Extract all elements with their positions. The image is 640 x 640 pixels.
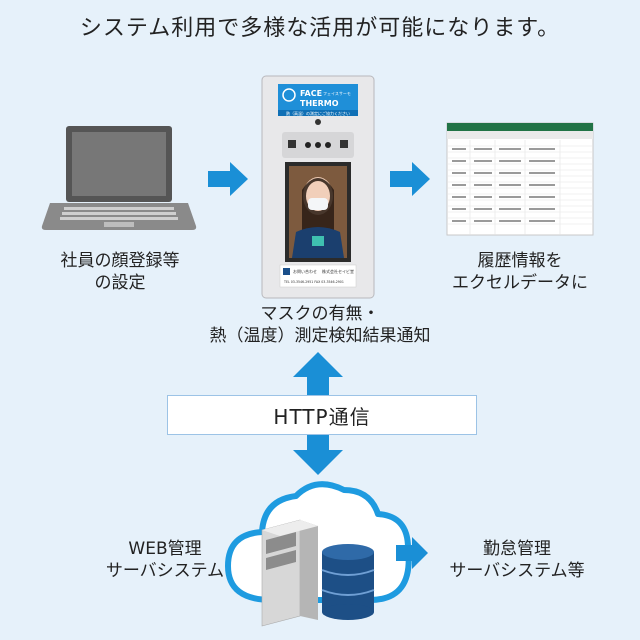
spreadsheet-icon: [446, 122, 594, 236]
label-web-server: WEB管理 サーバシステム: [105, 539, 225, 581]
database-icon: [321, 544, 375, 620]
arrow-right-icon: [390, 162, 430, 196]
arrow-up-icon: [293, 352, 343, 395]
device-notice: 熱（高温）の測定にご協力ください: [286, 110, 350, 116]
device-footer-tel: TEL 03-3546-2951 FAX 03-3546-2901: [283, 280, 344, 284]
face-thermo-device: FACE THERMO フェイスサーモ 熱（高温）の測定にご協力ください お問い…: [261, 75, 375, 299]
page-title: システム利用で多様な活用が可能になります。: [79, 16, 561, 41]
cloud-icon: [225, 481, 412, 603]
device-footer-right: 株式会社セイビ堂: [322, 268, 354, 274]
arrow-right-icon: [208, 162, 248, 196]
laptop-icon: [41, 126, 197, 230]
label-pc-settings: 社員の顔登録等 の設定: [60, 251, 180, 293]
arrow-right-icon: [396, 537, 428, 569]
device-brand-line1: FACE: [300, 89, 322, 98]
label-device-detection: マスクの有無・ 熱（温度）測定検知結果通知: [209, 304, 431, 346]
http-communication-box: HTTP通信: [167, 395, 477, 435]
device-brand-sub: フェイスサーモ: [323, 91, 351, 96]
label-attendance-system: 勤怠管理 サーバシステム等: [449, 539, 585, 581]
device-footer-left: お問い合わせ: [293, 268, 317, 274]
device-brand-line2: THERMO: [300, 99, 339, 108]
arrow-down-icon: [293, 433, 343, 475]
label-excel-history: 履歴情報を エクセルデータに: [452, 251, 588, 293]
server-icon: [261, 519, 318, 627]
